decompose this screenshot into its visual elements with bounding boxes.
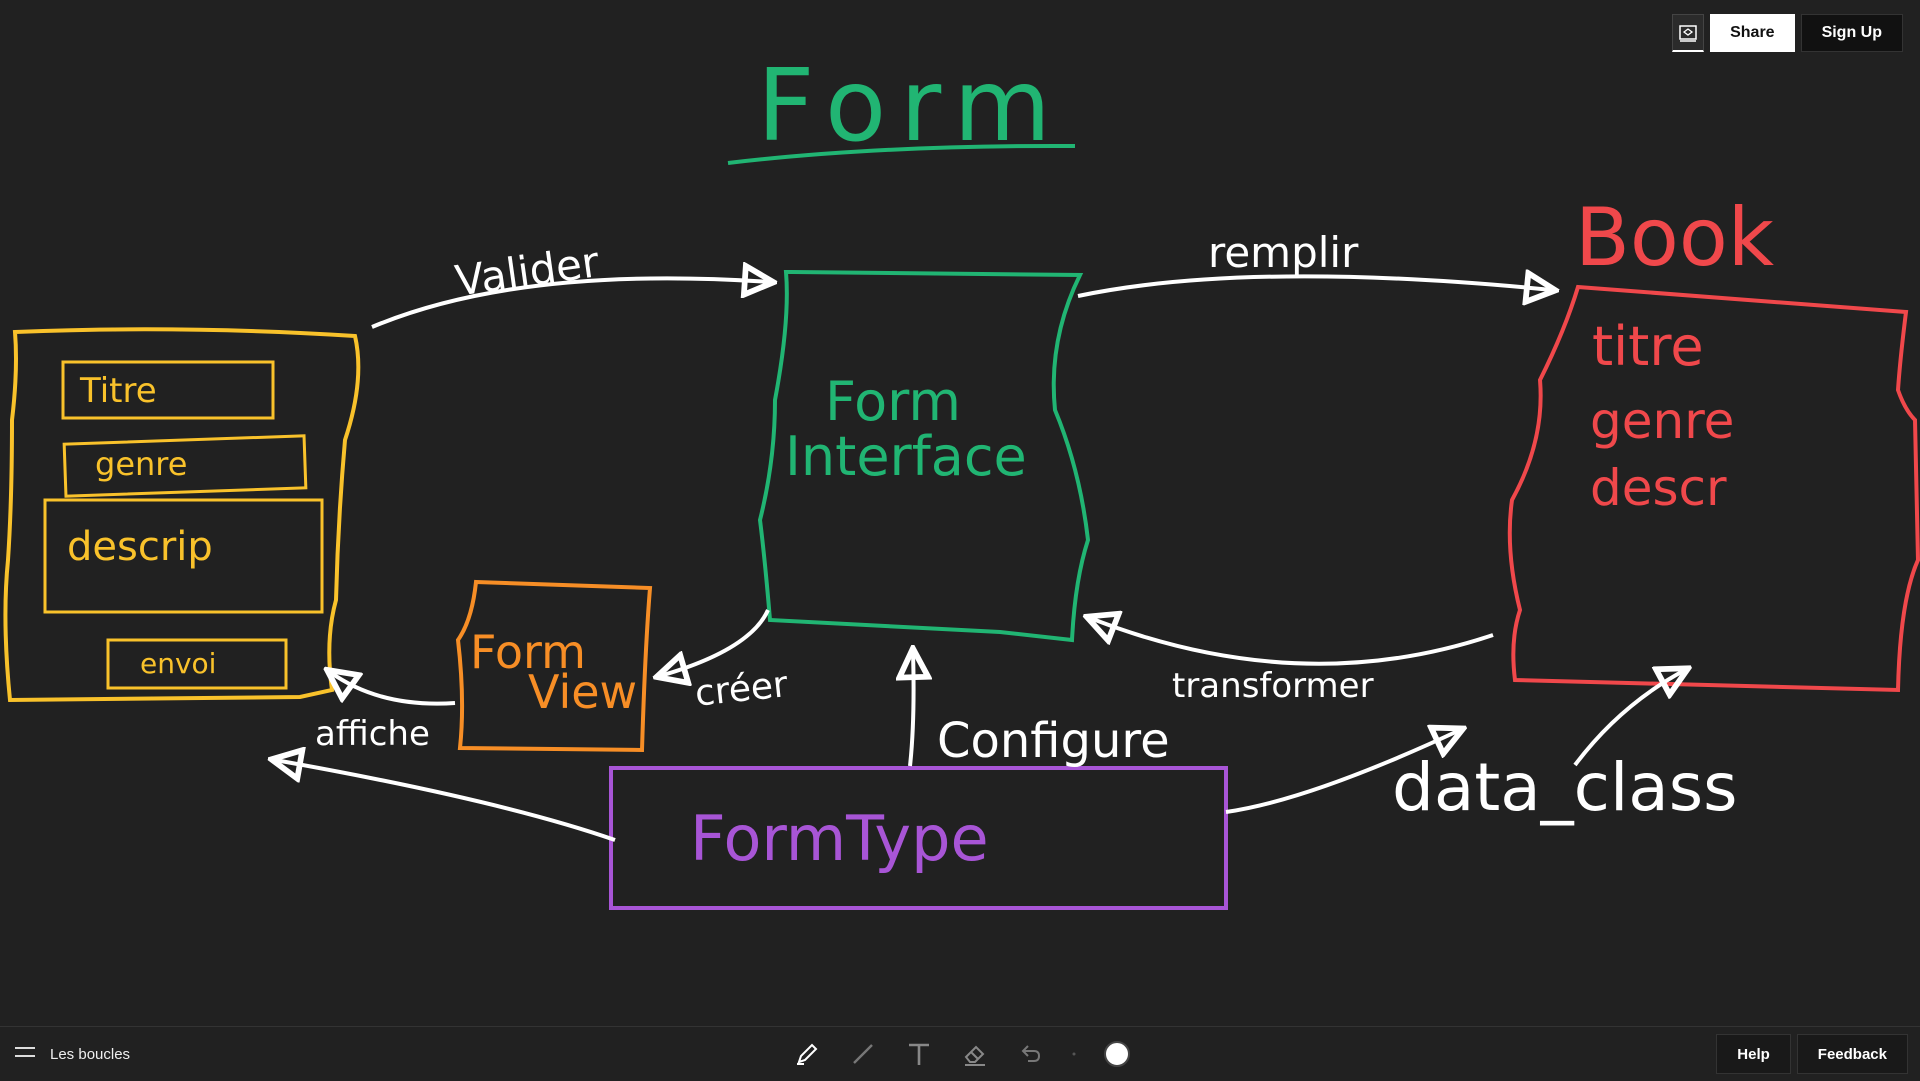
book-field-descr: descr bbox=[1590, 459, 1727, 517]
pencil-icon[interactable] bbox=[790, 1037, 824, 1071]
book-box[interactable]: Book titre genre descr bbox=[1507, 191, 1920, 693]
form-view-line1: Form bbox=[470, 625, 586, 679]
line-icon[interactable] bbox=[846, 1037, 880, 1071]
genre-field-box bbox=[62, 434, 308, 498]
feedback-button[interactable]: Feedback bbox=[1796, 1034, 1908, 1074]
help-feedback: Help Feedback bbox=[1716, 1034, 1908, 1074]
color-swatch[interactable] bbox=[1100, 1037, 1134, 1071]
form-preview-box[interactable]: Titre genre descrip envoi bbox=[3, 327, 361, 703]
sign-up-button[interactable]: Sign Up bbox=[1800, 14, 1903, 52]
arrow-transformer bbox=[1090, 618, 1494, 666]
bottom-toolbar: Les boucles Help Feedback bbox=[0, 1026, 1920, 1080]
form-view-box[interactable]: Form View bbox=[455, 579, 653, 753]
form-type-text: FormType bbox=[690, 802, 989, 875]
configure-label: Configure bbox=[937, 713, 1170, 769]
form-preview-outline bbox=[3, 327, 361, 703]
titre-field-box bbox=[61, 360, 275, 420]
arrow-formtype-dataclass bbox=[1225, 730, 1460, 814]
arrows bbox=[275, 276, 1685, 842]
arrow-valider bbox=[371, 278, 770, 329]
transformer-label: transformer bbox=[1172, 666, 1374, 706]
eraser-icon[interactable] bbox=[958, 1037, 992, 1071]
affiche-label: affiche bbox=[315, 714, 430, 754]
library-icon[interactable] bbox=[1672, 14, 1705, 52]
drawing-tools bbox=[790, 1027, 1134, 1081]
creer-label: créer bbox=[693, 664, 790, 715]
envoi-button-box bbox=[106, 638, 288, 690]
arrow-affiche-formtype bbox=[275, 760, 616, 842]
arrow-dataclass-book bbox=[1573, 670, 1685, 767]
book-outline bbox=[1507, 284, 1920, 693]
arrow-affiche-view bbox=[330, 672, 456, 706]
book-field-genre: genre bbox=[1590, 392, 1734, 450]
book-title: Book bbox=[1575, 191, 1775, 284]
valider-label: Valider bbox=[452, 237, 602, 306]
arrow-remplir bbox=[1077, 276, 1552, 296]
titre-field-text: Titre bbox=[79, 371, 157, 411]
book-field-titre: titre bbox=[1592, 315, 1704, 378]
share-button[interactable]: Share bbox=[1710, 14, 1795, 52]
title-form: Form bbox=[727, 47, 1076, 165]
form-interface-line1: Form bbox=[825, 370, 961, 433]
arrow-configure bbox=[910, 652, 914, 767]
hamburger-menu-icon[interactable] bbox=[14, 1045, 36, 1064]
genre-field-text: genre bbox=[95, 445, 187, 483]
title-underline bbox=[727, 143, 1076, 165]
remplir-label: remplir bbox=[1208, 228, 1359, 277]
form-interface-outline bbox=[757, 270, 1091, 643]
descrip-field-box bbox=[43, 498, 324, 614]
text-icon[interactable] bbox=[902, 1037, 936, 1071]
white-labels: Valider remplir créer affiche Configure … bbox=[315, 228, 1738, 826]
undo-icon[interactable] bbox=[1014, 1037, 1048, 1071]
form-interface-box[interactable]: Form Interface bbox=[757, 270, 1091, 643]
form-view-outline bbox=[455, 579, 653, 753]
board-name[interactable]: Les boucles bbox=[50, 1045, 131, 1063]
envoi-button-text: envoi bbox=[140, 647, 216, 680]
dot-separator bbox=[1070, 1037, 1078, 1071]
help-button[interactable]: Help bbox=[1716, 1034, 1791, 1074]
arrow-creer bbox=[660, 609, 770, 676]
top-toolbar: Share Sign Up bbox=[1672, 14, 1903, 52]
drawing-canvas[interactable]: Form Form Interface Titre genre descrip … bbox=[0, 0, 1920, 1026]
descrip-field-text: descrip bbox=[67, 524, 213, 570]
board-info: Les boucles bbox=[14, 1027, 130, 1081]
form-view-line2: View bbox=[528, 665, 637, 719]
form-type-box[interactable]: FormType bbox=[609, 766, 1228, 910]
data-class-label: data_class bbox=[1392, 749, 1738, 826]
form-interface-line2: Interface bbox=[785, 425, 1027, 488]
